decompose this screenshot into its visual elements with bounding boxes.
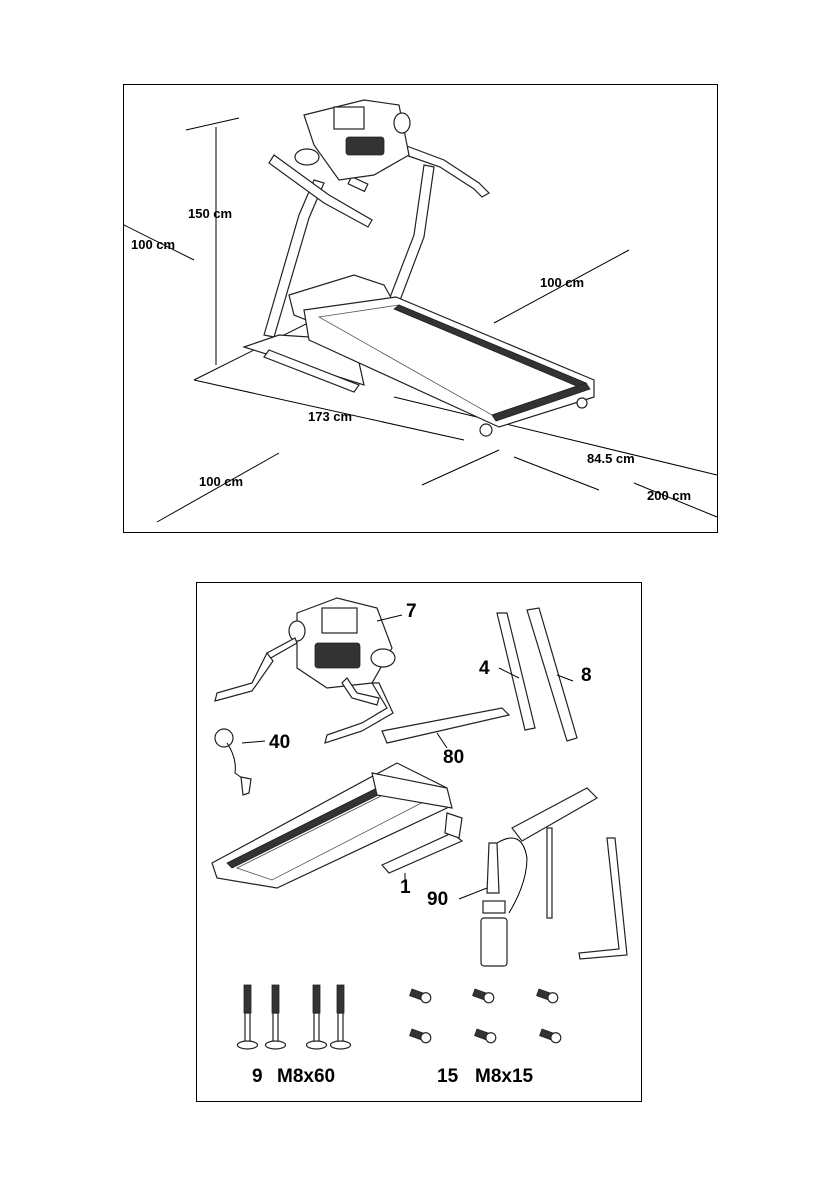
screw-size: M8x15 <box>475 1066 533 1088</box>
rear-clearance-dimension-label: 200 cm <box>647 488 691 503</box>
front-clearance-dimension-label: 100 cm <box>199 474 243 489</box>
height-dimension-label: 150 cm <box>188 206 232 221</box>
part-number-lube-bottle: 90 <box>427 889 448 911</box>
lube-bottle-illustration <box>481 838 527 966</box>
screw-quantity: 15 <box>437 1066 458 1088</box>
parts-diagram: 7 4 8 40 80 1 90 9 M8x60 15 M8x15 <box>196 582 642 1102</box>
length-dimension-label: 173 cm <box>308 409 352 424</box>
part-number-upright-right: 8 <box>581 665 592 687</box>
right-clearance-dimension-label: 100 cm <box>540 275 584 290</box>
bolt-quantity: 9 <box>252 1066 263 1088</box>
part-number-main-frame: 1 <box>400 877 411 899</box>
part-number-safety-key: 40 <box>269 732 290 754</box>
part-number-upright-left: 4 <box>479 658 490 680</box>
allen-key-illustration <box>579 838 627 959</box>
dimensions-diagram: 150 cm 100 cm 100 cm 173 cm 84.5 cm 100 … <box>123 84 718 533</box>
left-clearance-dimension-label: 100 cm <box>131 237 175 252</box>
parts-drawing <box>197 583 641 1101</box>
part-number-cross-bar: 80 <box>443 747 464 769</box>
upright-right-illustration <box>527 608 577 741</box>
part-number-console: 7 <box>406 601 417 623</box>
treadmill-illustration <box>244 100 594 436</box>
bolt-m8x60-illustration <box>238 985 351 1049</box>
console-assembly-illustration <box>215 598 395 743</box>
bolt-size: M8x60 <box>277 1066 335 1088</box>
cross-bar-illustration <box>382 708 509 743</box>
width-dimension-label: 84.5 cm <box>587 451 635 466</box>
screw-m8x15-illustration <box>409 988 562 1045</box>
safety-key-illustration <box>215 729 251 795</box>
t-handle-wrench-illustration <box>512 788 597 918</box>
